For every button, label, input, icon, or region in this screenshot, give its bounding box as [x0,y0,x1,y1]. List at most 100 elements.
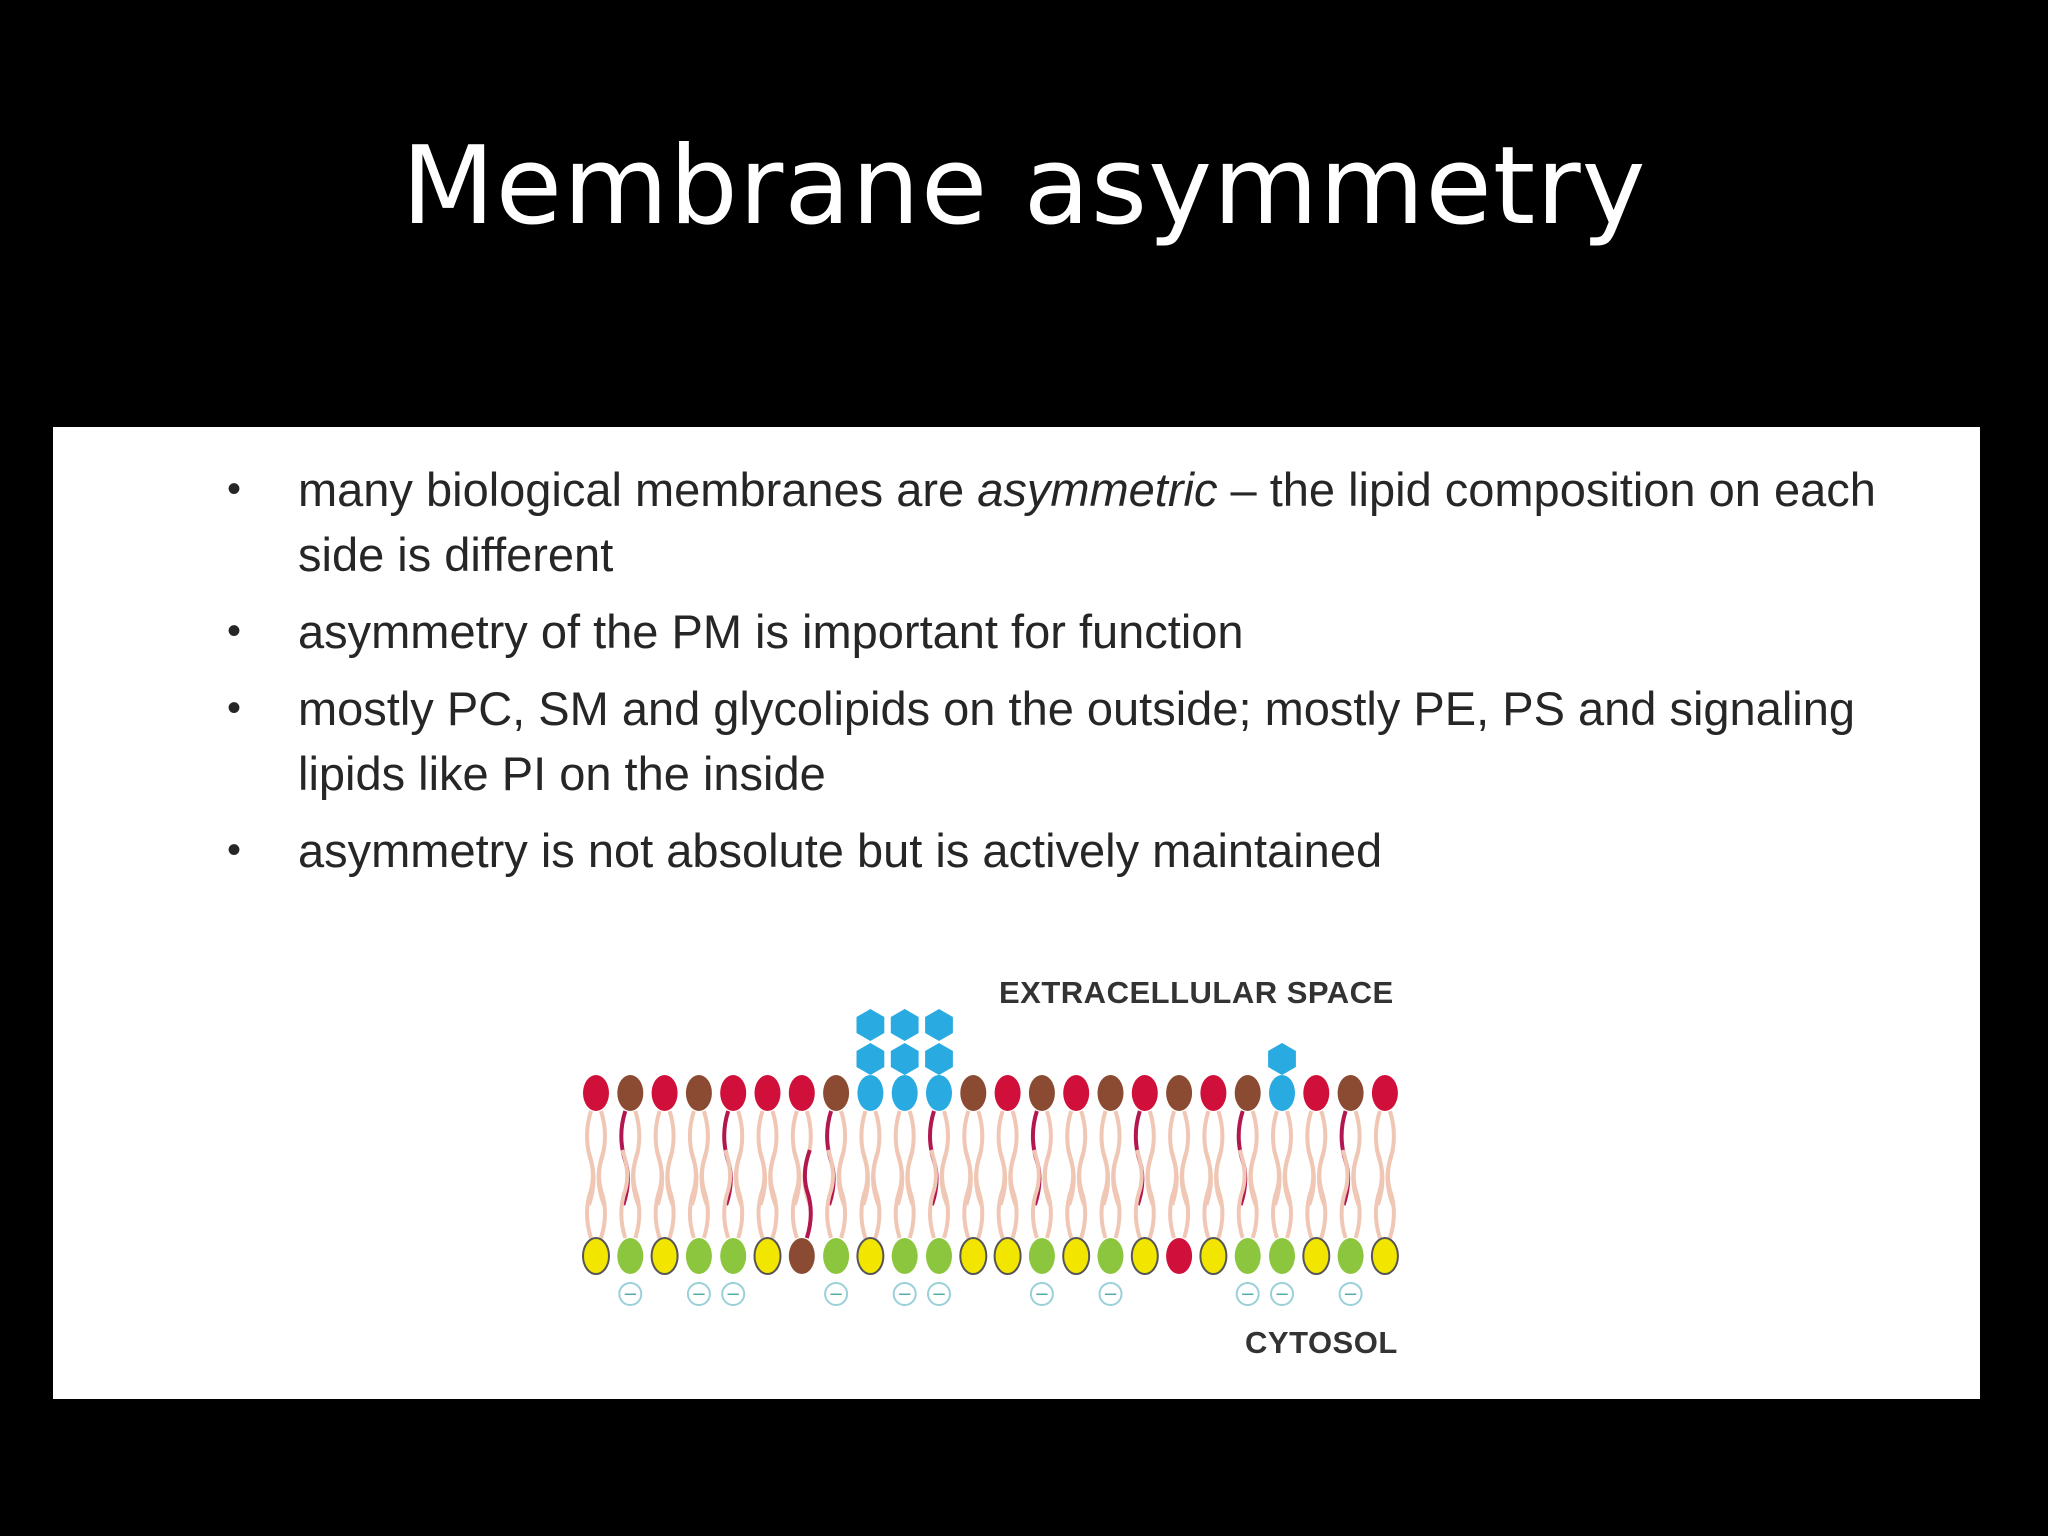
bullet-marker: • [227,828,242,872]
lipid-tail [1168,1149,1179,1239]
negative-charge-sign: − [1103,1284,1118,1305]
bullet-text-cont: – the lipid composition on each side is … [298,463,1876,581]
lipid-tail [837,1149,848,1239]
lipid-tail [585,1149,595,1239]
lipid-tail [699,1149,710,1239]
outer-lipid-head [1166,1075,1193,1111]
lipid-tail [1111,1149,1122,1239]
inner-lipid-head [1234,1238,1261,1274]
bullet-item: • many biological membranes are asymmetr… [168,457,1888,587]
outer-lipid-head [1131,1075,1158,1111]
inner-lipid-head [685,1238,712,1274]
lipid-tail [631,1149,642,1239]
outer-lipid-head [823,1075,850,1111]
lipid-tail [1339,1149,1350,1239]
inner-lipid-head [959,1237,988,1275]
outer-lipid-head [1303,1075,1330,1111]
lipid-tail [1271,1149,1281,1239]
lipid-tail [928,1149,938,1239]
inner-lipid-head [788,1238,815,1274]
bullet-text: asymmetry is not absolute but is activel… [298,824,1383,877]
lipid-tail [756,1149,767,1239]
outer-lipid-head [754,1075,781,1111]
negative-charge-sign: − [691,1284,706,1305]
lipid-tail [1180,1149,1191,1239]
lipid-tail [1236,1149,1247,1239]
negative-charge-icon [1270,1282,1294,1306]
lipid-tail [996,1149,1007,1239]
membrane-diagram: −−−−−−−−−−− [582,1009,1399,1306]
sugar-hexagon [856,1009,885,1041]
negative-charge-icon [824,1282,849,1306]
lipid-tail [734,1149,745,1239]
lipid-tail [1385,1149,1396,1239]
lipid-tail [974,1149,985,1239]
inner-lipid-head [1097,1238,1124,1274]
outer-lipid-head [857,1075,884,1111]
inner-lipid-head [650,1237,679,1275]
lipid-tail [962,1149,973,1239]
lipid-tail [893,1149,904,1239]
negative-charge-sign: − [897,1284,912,1305]
outer-lipid-head [685,1075,712,1111]
negative-charge-icon [1235,1282,1260,1306]
lipid-tail [1202,1149,1213,1239]
negative-charge-icon [927,1282,951,1306]
lipid-tail [1133,1149,1144,1239]
bullet-text: many biological membranes are [298,463,978,516]
inner-lipid-head [1062,1237,1091,1275]
inner-lipid-head [582,1237,610,1275]
lipid-tail [1373,1149,1384,1239]
slide-title: Membrane asymmetry [401,124,1647,249]
inner-lipid-head [1130,1237,1159,1275]
sugar-hexagon [890,1043,919,1075]
outer-lipid-head [960,1075,987,1111]
sugar-hexagon [890,1009,919,1041]
outer-lipid-head [1200,1075,1227,1111]
bullet-item: • asymmetry is not absolute but is activ… [168,818,1888,883]
inner-lipid-head [823,1238,850,1274]
sugar-hexagon [856,1043,885,1075]
bullet-list: • many biological membranes are asymmetr… [168,457,1888,895]
inner-lipid-head [1269,1238,1295,1274]
negative-charge-sign: − [1274,1284,1289,1305]
lipid-tail [790,1149,801,1239]
negative-charge-icon [721,1282,746,1306]
lipid-tail [653,1149,664,1239]
negative-charge-sign: − [931,1284,946,1305]
lipid-tail [665,1149,676,1239]
outer-lipid-head [1063,1075,1090,1111]
inner-lipid-head [1166,1238,1193,1274]
bullet-text: asymmetry of the PM is important for fun… [298,605,1244,658]
lipid-tail [1214,1149,1225,1239]
bullet-marker: • [227,686,242,730]
lipid-tail [1248,1149,1259,1239]
lipid-tail [859,1149,870,1239]
outer-lipid-head [1028,1075,1055,1111]
outer-lipid-head [926,1075,952,1111]
outer-lipid-head [720,1075,747,1111]
inner-lipid-head [1199,1237,1228,1275]
bullet-item: • asymmetry of the PM is important for f… [168,599,1888,664]
lipid-tail [1030,1149,1041,1239]
outer-lipid-head [1371,1075,1398,1111]
inner-lipid-head [993,1237,1022,1275]
inner-lipid-head [617,1238,644,1274]
inner-lipid-head [753,1237,782,1275]
lipid-tail [1145,1149,1156,1239]
negative-charge-sign: − [623,1284,638,1305]
content-panel: • many biological membranes are asymmetr… [53,427,1980,1399]
lipid-tail [825,1149,836,1239]
inner-lipid-head [1370,1237,1399,1275]
negative-charge-icon [1029,1282,1054,1306]
lipid-tail [597,1149,607,1239]
sugar-hexagon [1268,1043,1296,1075]
lipid-tail [905,1149,916,1239]
sugar-hexagon [925,1043,953,1075]
outer-lipid-head [788,1075,815,1111]
lipid-tail [940,1149,950,1239]
lipid-tail [619,1149,630,1239]
outer-lipid-head [651,1075,678,1111]
negative-charge-icon [1098,1282,1123,1306]
inner-lipid-head [856,1237,885,1275]
